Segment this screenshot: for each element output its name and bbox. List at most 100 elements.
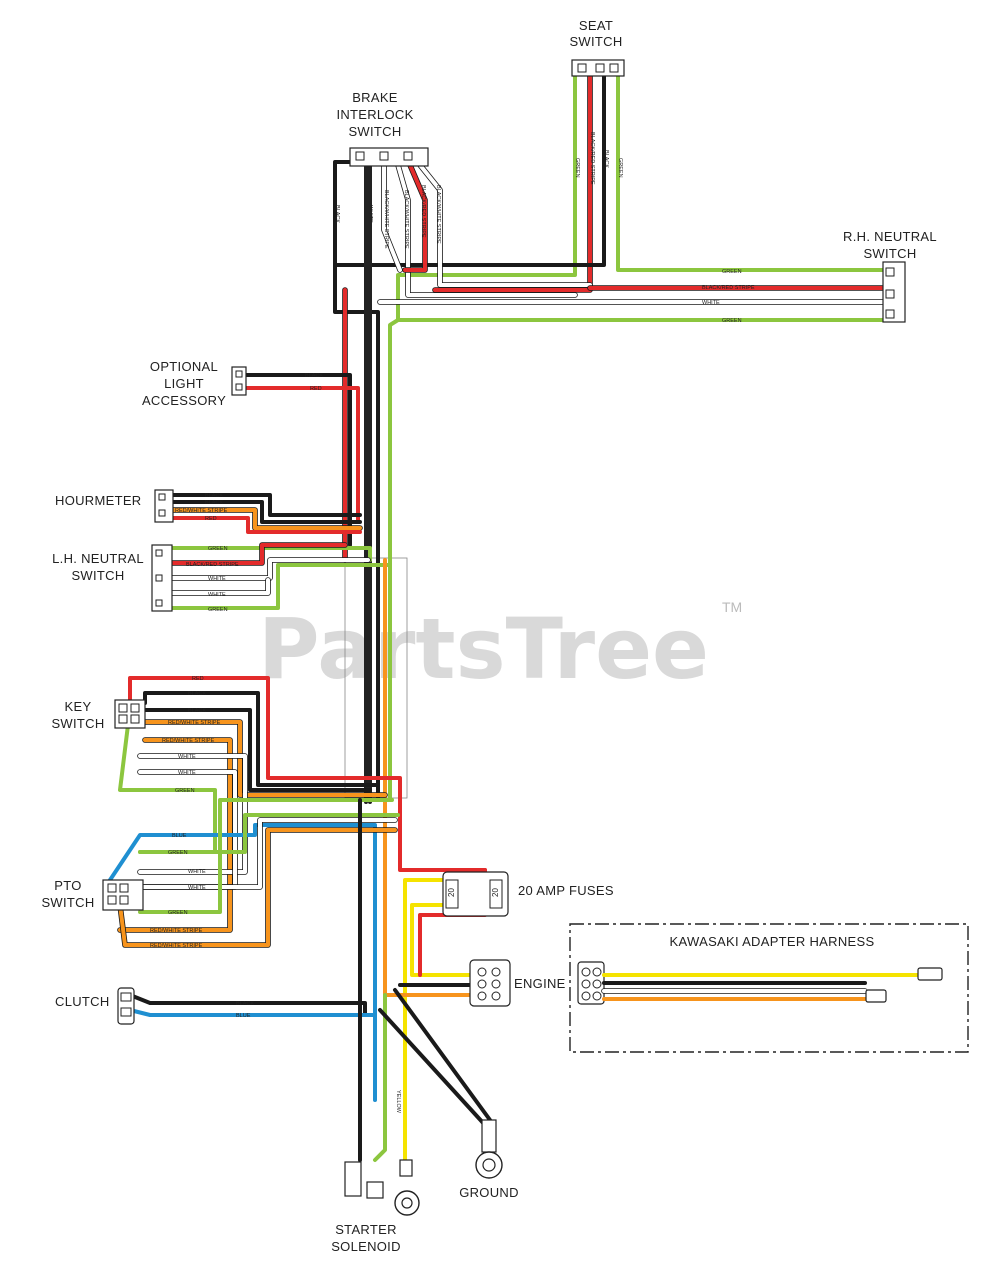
label-engine: ENGINE — [514, 976, 566, 991]
brake-wire-black-white-3 — [418, 163, 592, 287]
key-wire-green — [118, 723, 217, 854]
wire-label-hour-3: RED/WHITE STRIPE — [175, 508, 228, 514]
label-seat: SEAT — [579, 18, 613, 33]
light-wire-red — [243, 386, 360, 522]
brake-wire-black — [333, 160, 380, 802]
label-adapter-harness: KAWASAKI ADAPTER HARNESS — [670, 934, 875, 949]
fuse-rating-1: 20 — [447, 888, 456, 897]
label-interlock: INTERLOCK — [336, 107, 413, 122]
wire-label-yellow: YELLOW — [395, 1090, 401, 1114]
label-clutch: CLUTCH — [55, 994, 110, 1009]
label-solenoid: SOLENOID — [331, 1239, 401, 1254]
wire-label-seat-1: GREEN — [574, 158, 580, 178]
rh-neutral-switch: R.H. NEUTRAL SWITCH — [843, 229, 937, 323]
wire-label-lh-4: WHITE — [208, 592, 226, 598]
wire-label-key-1: RED — [192, 676, 204, 682]
seat-switch: SEAT SWITCH — [569, 18, 625, 77]
wire-label-pto-7: RED/WHITE STRIPE — [150, 943, 203, 949]
label-seat-switch: SWITCH — [569, 34, 622, 49]
wire-label-brake-4: BLACK/WHITE STRIPE — [403, 190, 409, 249]
wire-label-key-4: RED/WHITE STRIPE — [168, 720, 221, 726]
key-wire-black-2 — [143, 708, 372, 792]
watermark-trademark: TM — [722, 599, 742, 615]
wire-label-light-1: BLACK — [305, 373, 323, 379]
label-brake: BRAKE — [352, 90, 398, 105]
wire-label-lh-5: GREEN — [208, 607, 228, 613]
label-key-switch: SWITCH — [51, 716, 104, 731]
wire-label-seat-2: BLACK/RED STRIPE — [589, 132, 595, 185]
wire-labels: GREEN BLACK/RED STRIPE BLACK GREEN BLACK… — [150, 132, 755, 1114]
label-lh-switch: SWITCH — [71, 568, 124, 583]
wire-label-rh-1: GREEN — [722, 269, 742, 275]
label-brake-switch: SWITCH — [348, 124, 401, 139]
ground-wire-black-2 — [378, 1008, 487, 1127]
key-wire-black-1 — [143, 691, 380, 787]
pto-wire-blue — [108, 823, 377, 1052]
wire-label-brake-3: BLACK/WHITE STRIPE — [383, 190, 389, 249]
wire-label-pto-2: GREEN — [168, 850, 188, 856]
wire-label-hour-2: BLACK — [205, 500, 223, 506]
wire-label-hour-1: BLACK — [205, 493, 223, 499]
lh-wire-green-2 — [170, 563, 392, 610]
ground-terminal: GROUND — [459, 1119, 519, 1200]
wire-label-lh-2: BLACK/RED STRIPE — [186, 562, 239, 568]
seat-wire-green-2 — [616, 73, 892, 272]
label-pto: PTO — [54, 878, 81, 893]
ground-wire-black-1 — [393, 988, 492, 1122]
label-light: LIGHT — [164, 376, 204, 391]
wire-label-rh-3: WHITE — [702, 300, 720, 306]
wire-label-pto-4: WHITE — [188, 885, 206, 891]
wire-label-clutch-1: BLACK — [236, 1001, 254, 1007]
label-hourmeter: HOURMETER — [55, 493, 141, 508]
wire-label-lh-1: GREEN — [208, 546, 228, 552]
wire-label-hour-4: RED — [205, 516, 217, 522]
seat-wire-green-1 — [396, 73, 577, 322]
fuse-rating-2: 20 — [491, 888, 500, 897]
wire-label-pto-1: BLUE — [172, 833, 187, 839]
label-fuses: 20 AMP FUSES — [518, 883, 614, 898]
brake-interlock-switch: BRAKE INTERLOCK SWITCH — [336, 90, 429, 167]
wire-label-brake-6: BLACK/WHITE STRIPE — [435, 185, 441, 244]
label-key: KEY — [65, 699, 92, 714]
pto-switch: PTO SWITCH — [41, 878, 144, 911]
clutch-wire-black — [128, 993, 367, 1017]
pto-wire-green-1 — [138, 813, 400, 854]
seat-wire-black-red — [433, 73, 592, 292]
lh-wire-green-1 — [170, 546, 372, 562]
wire-label-clutch-2: BLUE — [236, 1013, 251, 1019]
wire-label-brake-5: BLACK/RED STRIPE — [420, 185, 426, 238]
wire-label-rh-4: GREEN — [722, 318, 742, 324]
label-ground: GROUND — [459, 1185, 519, 1200]
wires — [108, 72, 893, 1172]
fuse-holder: 20 20 20 AMP FUSES — [442, 871, 614, 917]
watermark-brand: PartsTree — [258, 600, 709, 698]
label-optional: OPTIONAL — [150, 359, 218, 374]
label-pto-switch: SWITCH — [41, 895, 94, 910]
key-switch: KEY SWITCH — [51, 699, 146, 731]
wire-label-pto-6: RED/WHITE STRIPE — [150, 928, 203, 934]
hour-wire-red — [170, 516, 362, 534]
wire-label-key-8: GREEN — [175, 788, 195, 794]
clutch-connector: CLUTCH — [55, 987, 135, 1025]
wire-label-brake-1: BLACK — [334, 205, 340, 223]
lh-wire-white-2 — [170, 578, 270, 595]
wire-label-rh-2: BLACK/RED STRIPE — [702, 285, 755, 291]
light-accessory-connector: OPTIONAL LIGHT ACCESSORY — [142, 359, 247, 408]
wire-label-seat-4: GREEN — [617, 158, 623, 178]
pto-wire-red-white — [118, 828, 397, 947]
wire-label-light-2: RED — [310, 386, 322, 392]
clutch-wire-blue — [128, 1008, 377, 1017]
wire-label-key-3: BLACK — [188, 708, 206, 714]
label-rh-neutral: R.H. NEUTRAL — [843, 229, 937, 244]
wire-label-key-6: WHITE — [178, 754, 196, 760]
lh-wire-white-1 — [170, 558, 370, 580]
light-wire-black — [243, 373, 352, 547]
wire-label-lh-3: WHITE — [208, 576, 226, 582]
label-lh-neutral: L.H. NEUTRAL — [52, 551, 144, 566]
brake-wire-black-red — [403, 163, 427, 272]
engine-connector: ENGINE — [469, 959, 566, 1007]
rh-wire-green — [388, 318, 892, 802]
wire-label-pto-5: GREEN — [168, 910, 188, 916]
brake-wire-black-white-2 — [396, 163, 577, 297]
